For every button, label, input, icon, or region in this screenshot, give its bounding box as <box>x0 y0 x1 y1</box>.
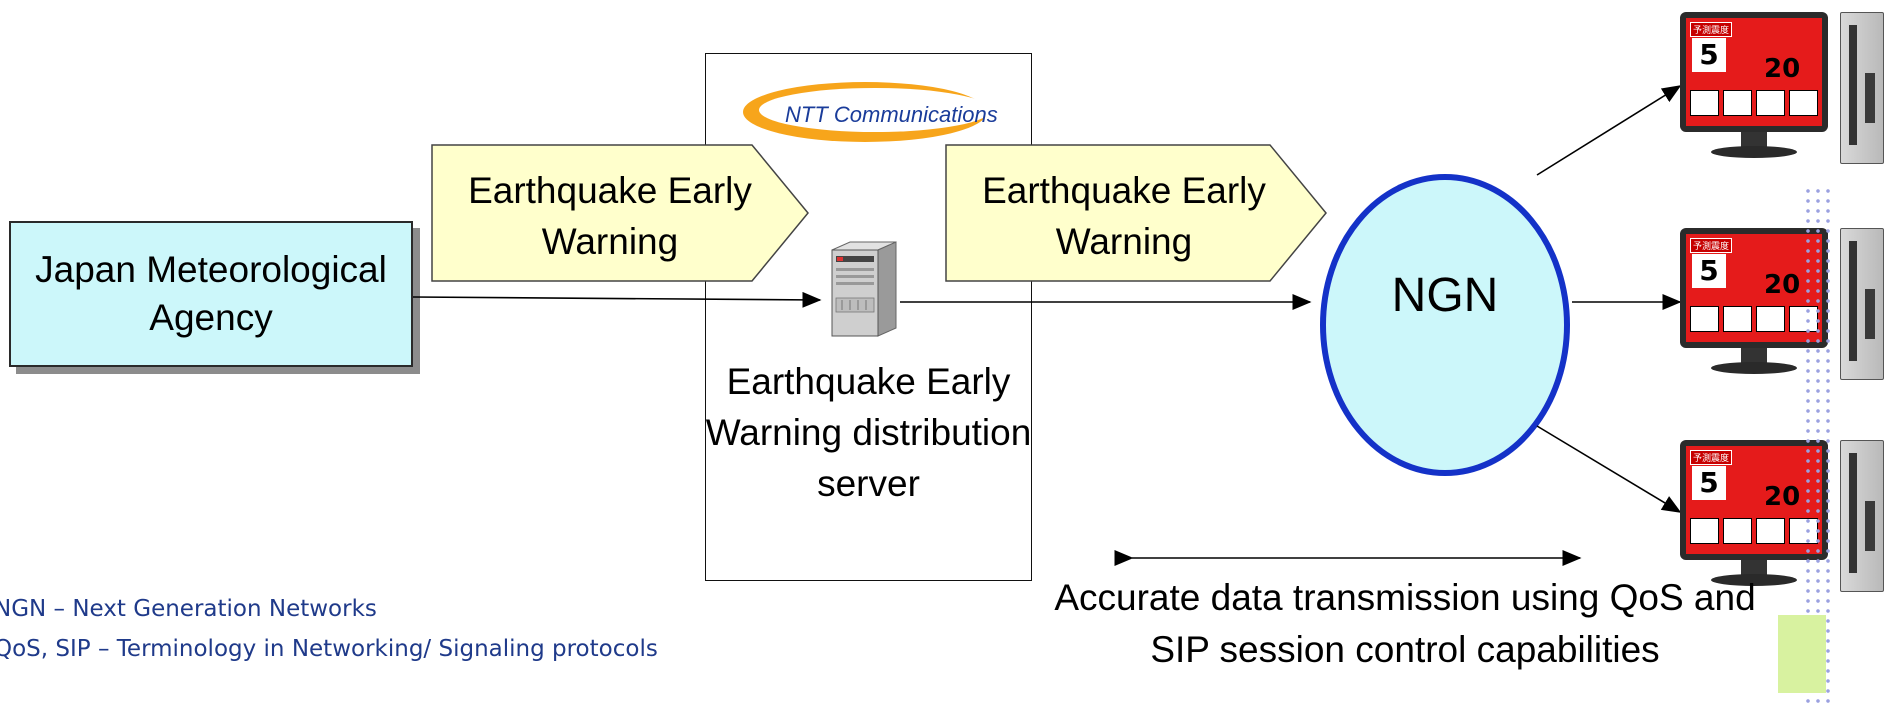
terminal-1-tower <box>1840 12 1884 164</box>
source-node-jma: Japan Meteorological Agency <box>9 221 413 367</box>
green-square-decoration <box>1778 615 1826 693</box>
source-label: Japan Meteorological Agency <box>35 249 387 338</box>
ntt-logo-text: NTT Communications <box>785 102 998 127</box>
connector-ngn-to-terminal-3 <box>1536 425 1682 513</box>
connector-ngn-to-terminal-1 <box>1536 85 1682 176</box>
terminal-1-icons <box>1690 90 1818 116</box>
terminal-3-seconds: 20 <box>1764 482 1801 512</box>
terminal-1-tag: 予測震度 <box>1690 22 1733 37</box>
note-ngn: NGN – Next Generation Networks <box>0 596 377 622</box>
transmission-caption: Accurate data transmission using QoS and… <box>1054 577 1756 670</box>
connector-jma-to-server <box>412 291 822 308</box>
terminal-3-intensity: 5 <box>1692 466 1726 500</box>
warning-arrow-1-label: Earthquake Early Warning <box>468 170 752 262</box>
terminal-2-intensity: 5 <box>1692 254 1726 288</box>
note-qos-sip: QoS, SIP – Terminology in Networking/ Si… <box>0 636 658 662</box>
terminal-3-tag: 予測震度 <box>1690 450 1733 465</box>
ntt-logo: NTT Communications <box>743 82 998 142</box>
terminal-3-icons <box>1690 518 1818 544</box>
terminal-3-tower <box>1840 440 1884 592</box>
server-label: Earthquake Early Warning distribution se… <box>705 361 1032 504</box>
terminal-2-tag: 予測震度 <box>1690 238 1733 253</box>
terminal-1-screen: 予測震度 5 20 <box>1680 12 1828 132</box>
warning-arrow-2 <box>945 144 1327 282</box>
warning-arrow-2-label: Earthquake Early Warning <box>982 170 1266 262</box>
terminal-2-icons <box>1690 306 1818 332</box>
server-icon <box>831 241 897 337</box>
terminal-1-seconds: 20 <box>1764 54 1801 84</box>
terminal-2-tower <box>1840 228 1884 380</box>
ngn-node <box>1320 174 1570 476</box>
terminal-2-seconds: 20 <box>1764 270 1801 300</box>
ngn-label: NGN <box>1391 269 1499 322</box>
terminal-1-intensity: 5 <box>1692 38 1726 72</box>
warning-arrow-1 <box>431 144 809 282</box>
